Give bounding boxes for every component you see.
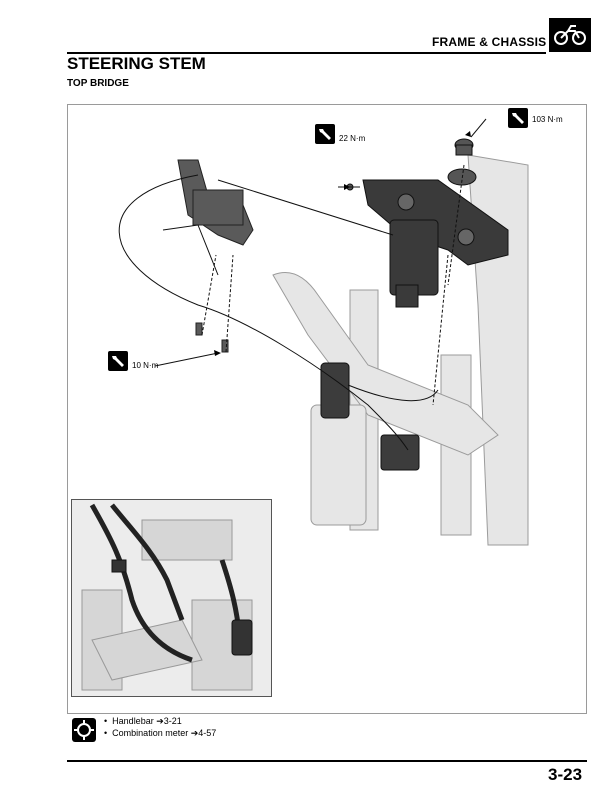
page-title: STEERING STEM	[67, 54, 206, 73]
bullet: •	[104, 728, 108, 738]
bullet: •	[104, 716, 108, 726]
motorcycle-icon	[554, 25, 586, 45]
header-rule	[67, 52, 546, 54]
reference-label: Handlebar	[112, 716, 154, 726]
reference-item[interactable]: • Handlebar ➔3-21	[104, 716, 182, 727]
arrow-right-icon: ➔	[190, 728, 199, 738]
steering-stem-illustration	[118, 118, 529, 546]
torque-wrench-icon	[508, 108, 528, 128]
torque-value: 103 N·m	[532, 115, 563, 124]
subsection-title: TOP BRIDGE	[67, 78, 129, 89]
reference-page: 4-57	[198, 728, 217, 738]
chapter-tab	[549, 18, 591, 52]
figure-frame	[67, 104, 587, 714]
torque-wrench-icon	[315, 124, 335, 144]
related-procedures-icon	[72, 718, 96, 742]
torque-value: 10 N·m	[132, 361, 159, 370]
footer-rule	[67, 760, 587, 762]
arrow-right-icon: ➔	[156, 716, 164, 726]
reference-item[interactable]: • Combination meter ➔4-57	[104, 728, 216, 739]
reference-label: Combination meter	[112, 728, 189, 738]
page-number: 3-23	[548, 765, 583, 784]
torque-value: 22 N·m	[339, 134, 366, 143]
torque-wrench-icon	[108, 351, 128, 371]
inset-detail-illustration	[72, 500, 271, 696]
section-title: FRAME & CHASSIS	[432, 35, 547, 49]
reference-page: 3-21	[163, 716, 182, 726]
inset-frame	[71, 499, 272, 697]
